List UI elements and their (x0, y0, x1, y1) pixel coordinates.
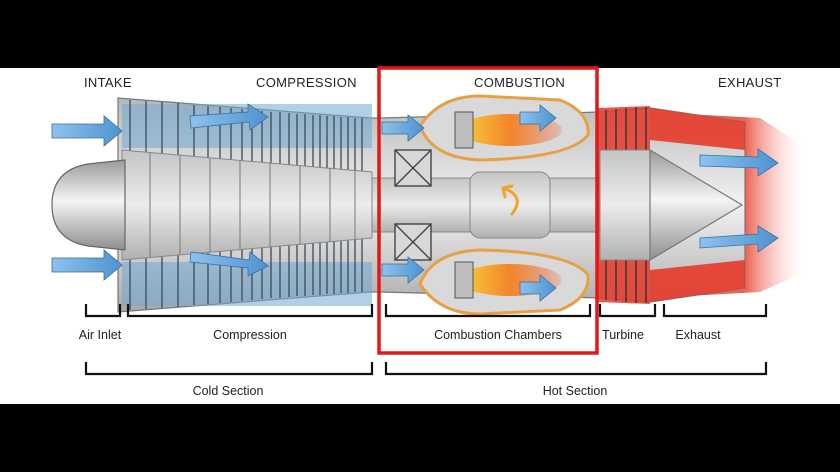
section-label-air-inlet: Air Inlet (79, 328, 122, 342)
exhaust-cone (649, 148, 744, 262)
nose-cone (51, 159, 126, 251)
stage-label-compression: COMPRESSION (256, 75, 357, 90)
exhaust-duct-lower (650, 260, 745, 302)
section-label-exhaust: Exhaust (675, 328, 721, 342)
combustion-chamber-upper (418, 94, 590, 162)
combustion-highlight-box (377, 66, 599, 355)
stage-label-exhaust: EXHAUST (718, 75, 782, 90)
section-label-combustion-chambers: Combustion Chambers (434, 328, 562, 342)
airflow-arrows (51, 103, 779, 302)
compressor-drum-rings (149, 153, 356, 257)
section-label-turbine: Turbine (602, 328, 644, 342)
stage-label-intake: INTAKE (84, 75, 132, 90)
group-label-cold-section: Cold Section (193, 384, 264, 398)
stage-label-combustion: COMBUSTION (474, 75, 565, 90)
shaft-coupling (469, 171, 551, 239)
group-label-hot-section: Hot Section (543, 384, 608, 398)
exhaust-duct-upper (650, 108, 745, 150)
section-label-compression: Compression (213, 328, 287, 342)
diffuser-struts (394, 149, 432, 261)
turbine-blades (598, 106, 651, 304)
rotation-arrow-icon (501, 184, 519, 216)
section-brackets (84, 304, 768, 376)
combustion-chamber-lower (418, 248, 590, 316)
